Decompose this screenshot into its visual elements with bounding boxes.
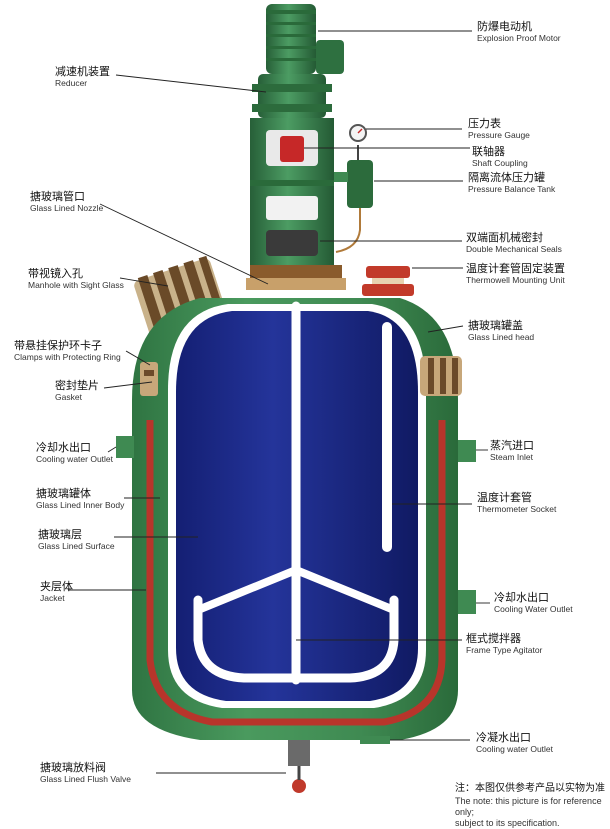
label-en: Shaft Coupling [472, 157, 528, 168]
label-zh: 密封垫片 [55, 379, 99, 392]
label-thermo-socket: 温度计套管 Thermometer Socket [477, 491, 557, 514]
label-en: Gasket [55, 391, 82, 402]
label-flush-valve: 搪玻璃放料阀 Glass Lined Flush Valve [40, 761, 132, 784]
label-en: Steam Inlet [490, 451, 533, 462]
label-en: Glass Lined Inner Body [36, 499, 125, 510]
label-en: Cooling Water Outlet [494, 603, 573, 614]
label-pressure-gauge: 压力表 Pressure Gauge [468, 117, 530, 140]
label-thermowell: 温度计套管固定装置 Thermowell Mounting Unit [466, 262, 565, 285]
label-en: Manhole with Sight Glass [28, 279, 124, 290]
label-pressure-tank: 隔离流体压力罐 Pressure Balance Tank [468, 171, 556, 194]
label-zh: 框式搅拌器 [466, 632, 521, 645]
label-agitator: 框式搅拌器 Frame Type Agitator [466, 632, 543, 655]
label-zh: 冷却水出口 [494, 591, 549, 604]
explosion-motor [266, 4, 344, 74]
label-zh: 冷凝水出口 [476, 731, 531, 744]
leader-lines [68, 30, 490, 774]
label-zh: 冷却水出口 [36, 441, 91, 454]
label-glass-head: 搪玻璃罐盖 Glass Lined head [468, 319, 535, 342]
seal-flange [246, 265, 346, 290]
drive-frame [250, 118, 334, 268]
label-explosion-motor: 防爆电动机 Explosion Proof Motor [477, 20, 561, 43]
label-zh: 压力表 [468, 117, 501, 130]
shaft-coupling-part [280, 136, 304, 162]
label-en: Pressure Balance Tank [468, 183, 556, 194]
label-zh: 搪玻璃罐体 [36, 487, 91, 500]
label-condensate-outlet: 冷凝水出口 Cooling water Outlet [476, 731, 554, 754]
label-mech-seals: 双端面机械密封 Double Mechanical Seals [466, 231, 562, 254]
label-zh: 夹层体 [40, 580, 73, 593]
label-steam-inlet: 蒸汽进口 Steam Inlet [490, 439, 534, 462]
label-clamps: 带悬挂保护环卡子 Clamps with Protecting Ring [14, 339, 121, 362]
label-en: Clamps with Protecting Ring [14, 351, 121, 362]
label-cooling-outlet-right: 冷却水出口 Cooling Water Outlet [494, 591, 573, 614]
label-glass-surface: 搪玻璃层 Glass Lined Surface [38, 528, 115, 551]
label-en: Glass Lined Flush Valve [40, 773, 132, 784]
label-en: Glass Lined Surface [38, 540, 115, 551]
label-en: Reducer [55, 77, 88, 88]
note-zh: 注：本图仅供参考产品以实物为准 [455, 783, 605, 794]
label-zh: 隔离流体压力罐 [468, 171, 545, 184]
label-en: Thermowell Mounting Unit [466, 274, 565, 285]
label-zh: 防爆电动机 [477, 20, 532, 33]
frame-agitator [193, 301, 399, 685]
label-en: Pressure Gauge [468, 129, 530, 140]
label-reducer: 减速机装置 Reducer [55, 65, 110, 88]
label-inner-body: 搪玻璃罐体 Glass Lined Inner Body [36, 487, 125, 510]
label-en: Glass Lined Nozzle [30, 202, 104, 213]
label-en: Glass Lined head [468, 331, 535, 342]
thermometer-socket [382, 322, 392, 552]
label-gasket: 密封垫片 Gasket [55, 379, 99, 402]
label-zh: 搪玻璃层 [38, 528, 82, 541]
label-en: Jacket [40, 592, 65, 603]
label-en: Cooling water Outlet [476, 743, 554, 754]
pressure-balance-tank [334, 160, 373, 253]
label-zh: 减速机装置 [55, 65, 110, 78]
glass-lined-surface [146, 420, 446, 726]
label-en: Thermometer Socket [477, 503, 557, 514]
label-zh: 带视镜入孔 [28, 267, 83, 280]
label-zh: 温度计套管 [477, 491, 532, 504]
label-zh: 带悬挂保护环卡子 [14, 339, 102, 352]
note-en-line1: The note: this picture is for reference … [455, 795, 602, 817]
label-zh: 联轴器 [472, 145, 505, 158]
label-manhole: 带视镜入孔 Manhole with Sight Glass [28, 267, 124, 290]
label-en: Explosion Proof Motor [477, 32, 561, 43]
label-jacket: 夹层体 Jacket [40, 580, 73, 603]
label-cooling-outlet-left: 冷却水出口 Cooling water Outlet [36, 441, 114, 464]
label-zh: 搪玻璃放料阀 [40, 761, 106, 774]
clamps-left [140, 362, 158, 396]
label-en: Double Mechanical Seals [466, 243, 562, 254]
pressure-gauge [349, 124, 367, 160]
reducer [252, 74, 332, 118]
clamps-right [420, 356, 462, 396]
label-glass-nozzle: 搪玻璃管口 Glass Lined Nozzle [30, 190, 104, 213]
nozzles [116, 436, 476, 744]
label-en: Cooling water Outlet [36, 453, 114, 464]
thermowell-mount [362, 266, 414, 296]
flush-valve [288, 740, 310, 793]
note-en-line2: subject to its specification. [455, 818, 560, 828]
label-zh: 温度计套管固定装置 [466, 262, 565, 275]
label-shaft-coupling: 联轴器 Shaft Coupling [472, 145, 528, 168]
label-zh: 搪玻璃管口 [30, 190, 85, 203]
label-zh: 搪玻璃罐盖 [468, 319, 523, 332]
label-zh: 双端面机械密封 [466, 231, 543, 244]
reference-note: 注：本图仅供参考产品以实物为准 The note: this picture i… [455, 783, 610, 829]
label-zh: 蒸汽进口 [490, 439, 534, 452]
label-en: Frame Type Agitator [466, 644, 543, 655]
